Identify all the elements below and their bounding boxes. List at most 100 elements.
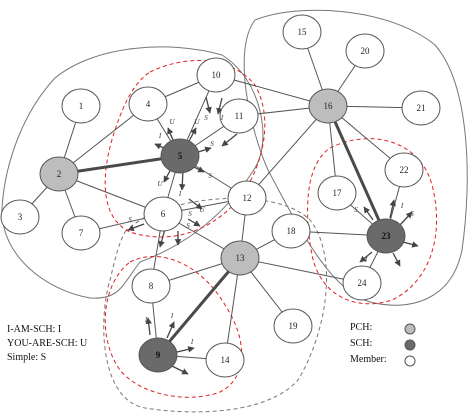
node-19-label: 19 [289, 321, 299, 331]
message-label: I [144, 316, 148, 324]
node-22-circle [384, 152, 424, 188]
message-arrow [166, 321, 175, 339]
node-16-circle [308, 88, 348, 124]
node-12-label: 12 [243, 193, 252, 203]
node-17-label: 17 [333, 188, 343, 198]
node-15-circle [282, 14, 322, 50]
legend-sch-label: SCH: [350, 338, 373, 349]
message-label: U [194, 118, 200, 126]
sch-region-9 [104, 256, 243, 398]
message-label: S [354, 206, 358, 214]
node-1-label: 1 [79, 101, 84, 111]
node-7-circle [61, 215, 101, 251]
message-arrow [158, 228, 166, 248]
legend-member-marker [404, 355, 416, 367]
node-14-label: 14 [221, 355, 231, 365]
message-label: S [128, 216, 132, 224]
node-14: 14 [205, 342, 245, 378]
node-21-circle [401, 90, 441, 126]
node-18-circle [271, 213, 311, 249]
node-2: 2 [39, 156, 79, 192]
message-arrow [399, 211, 413, 226]
node-2-circle [39, 156, 79, 192]
node-10: 10 [196, 57, 236, 93]
node-10-label: 10 [212, 70, 222, 80]
message-arrow [188, 198, 203, 210]
node-1: 1 [61, 88, 101, 124]
node-8-label: 8 [149, 281, 154, 291]
cluster-boundary-right [243, 9, 468, 306]
message-arrow [359, 251, 373, 263]
message-label: I [158, 132, 162, 140]
message-arrow [205, 96, 212, 114]
message-arrow [187, 127, 197, 144]
node-6-label: 6 [161, 209, 166, 219]
node-18: 18 [271, 213, 311, 249]
node-15: 15 [282, 14, 322, 50]
node-3: 3 [0, 199, 40, 235]
node-9-label: 9 [156, 350, 161, 360]
message-arrow [176, 346, 195, 353]
node-18-label: 18 [287, 226, 297, 236]
link-13-24 [239, 257, 363, 284]
message-label: I [220, 114, 224, 122]
node-5-circle [160, 138, 200, 174]
node-4-circle [128, 86, 168, 122]
cluster-regions [1, 9, 468, 413]
node-11-circle [219, 98, 259, 134]
message-label: S [204, 114, 208, 122]
legend-i-am-sch: I-AM-SCH: I [7, 324, 62, 335]
message-label: I [400, 202, 404, 210]
node-22: 22 [384, 152, 424, 188]
link-16-23 [326, 105, 388, 237]
node-5-label: 5 [178, 151, 183, 161]
node-24-label: 24 [358, 278, 368, 288]
node-19: 19 [273, 308, 313, 344]
node-13-label: 13 [236, 253, 246, 263]
node-15-label: 15 [298, 27, 308, 37]
node-8-circle [131, 268, 171, 304]
message-arrow [216, 97, 223, 115]
node-16-label: 16 [324, 101, 334, 111]
node-20: 20 [345, 33, 385, 69]
message-arrow [392, 252, 401, 267]
message-arrow [145, 317, 152, 336]
legend-you-are-sch: YOU-ARE-SCH: U [7, 338, 88, 349]
node-21: 21 [401, 90, 441, 126]
node-1-circle [61, 88, 101, 124]
node-7-label: 7 [79, 228, 84, 238]
legend-simple: Simple: S [7, 352, 47, 363]
node-23: 23 [366, 218, 406, 254]
node-14-circle [205, 342, 245, 378]
message-label: U [199, 206, 205, 214]
node-9: 9 [138, 337, 178, 373]
node-9-circle [138, 337, 178, 373]
message-arrow [389, 199, 396, 219]
node-4: 4 [128, 86, 168, 122]
message-arrow [221, 133, 238, 147]
message-arrow [402, 241, 419, 248]
node-20-label: 20 [361, 46, 371, 56]
message-label: S [186, 222, 190, 230]
node-13: 13 [220, 240, 260, 276]
node-7: 7 [61, 215, 101, 251]
node-13-circle [220, 240, 260, 276]
message-label: U [169, 118, 175, 126]
node-21-label: 21 [417, 103, 426, 113]
message-label: S [188, 210, 192, 218]
link-2-4 [58, 103, 149, 175]
node-16: 16 [308, 88, 348, 124]
node-4-label: 4 [146, 99, 151, 109]
node-23-label: 23 [382, 231, 392, 241]
message-arrow [187, 218, 201, 227]
legend-member-label: Member: [350, 354, 387, 365]
node-5: 5 [160, 138, 200, 174]
node-11-label: 11 [235, 111, 244, 121]
message-label: S [208, 172, 212, 180]
message-label: I [364, 256, 368, 264]
message-label: I [178, 190, 182, 198]
node-8: 8 [131, 268, 171, 304]
node-24-circle [342, 265, 382, 301]
message-arrow [171, 365, 189, 375]
